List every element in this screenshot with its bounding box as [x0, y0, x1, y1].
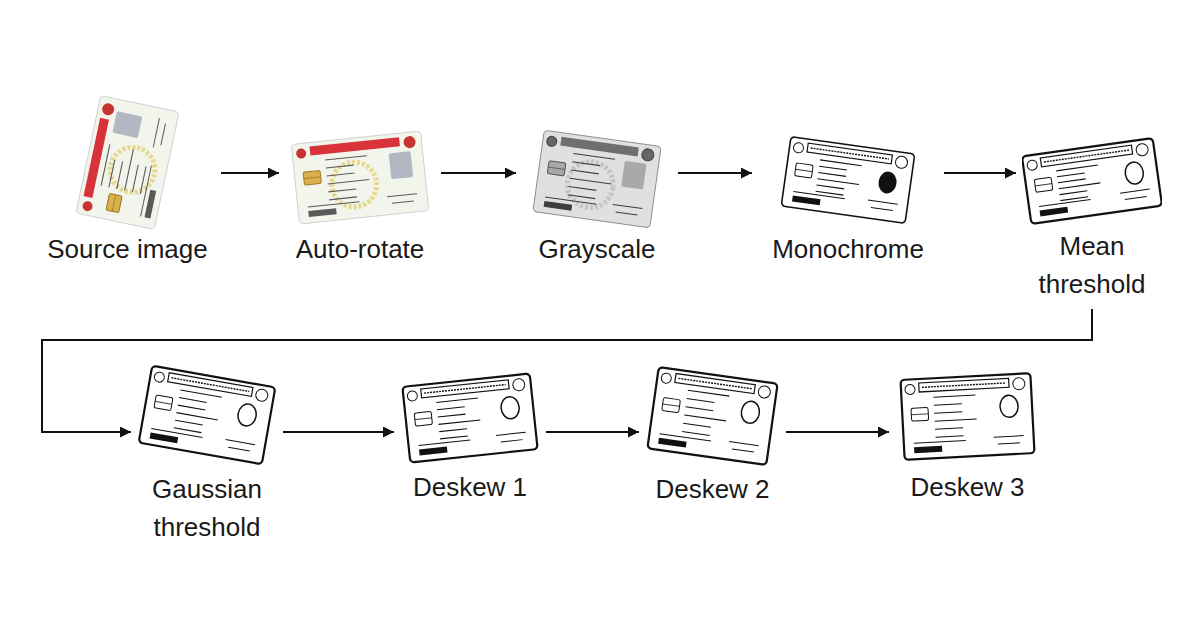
step-label: Source image [40, 230, 215, 268]
flow-arrow [944, 172, 1016, 174]
flow-arrow [221, 172, 279, 174]
flow-arrow [283, 431, 394, 433]
card-drawing [900, 373, 1034, 460]
flow-arrow [678, 172, 752, 174]
step-label: Deskew 1 [400, 468, 540, 506]
pipeline-step: Grayscale [522, 128, 672, 268]
card-drawing [781, 137, 915, 224]
pipeline-step: Auto-rotate [285, 125, 435, 268]
flow-arrow [786, 431, 889, 433]
pipeline-step: Deskew 1 [400, 368, 540, 506]
pipeline-step: Gaussian threshold [137, 360, 277, 546]
step-label: Grayscale [522, 230, 672, 268]
card-drawing [533, 130, 661, 228]
pipeline-step: Monochrome [758, 130, 938, 268]
id-card-image [758, 130, 938, 230]
id-card-image [285, 125, 435, 230]
id-card-image [645, 362, 780, 470]
step-label: Deskew 3 [895, 468, 1040, 506]
id-card-image [400, 368, 540, 468]
pipeline-step: Deskew 2 [645, 362, 780, 508]
pipeline-step: Mean threshold [1022, 135, 1162, 303]
id-card-image [40, 95, 215, 230]
flow-arrow [546, 431, 639, 433]
step-label: Monochrome [758, 230, 938, 268]
card-drawing [647, 367, 777, 465]
flow-arrow [441, 172, 516, 174]
card-drawing [139, 366, 276, 465]
card-drawing [76, 95, 179, 229]
pipeline-step: Deskew 3 [895, 365, 1040, 506]
card-drawing [402, 374, 537, 463]
id-card-image [1022, 135, 1162, 227]
step-label: Deskew 2 [645, 470, 780, 508]
id-card-image [522, 128, 672, 230]
id-card-image [137, 360, 277, 470]
card-drawing [291, 131, 429, 224]
step-label: Gaussian threshold [137, 470, 277, 546]
step-label: Mean threshold [1022, 227, 1162, 303]
id-card-image [895, 365, 1040, 468]
step-label: Auto-rotate [285, 230, 435, 268]
pipeline-step: Source image [40, 95, 215, 268]
card-drawing [1022, 138, 1162, 224]
